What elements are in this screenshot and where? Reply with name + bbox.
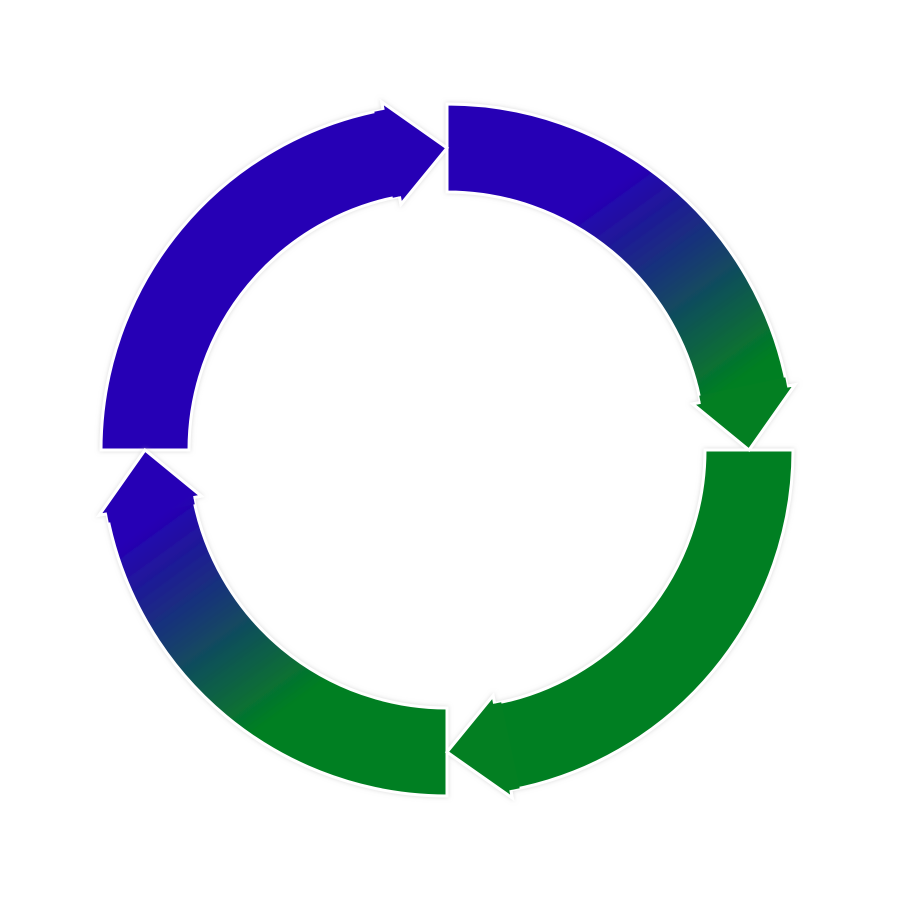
cycle-arrowhead-bottom-right [447,695,520,798]
cycle-arrowhead-outline-bottom-right [444,692,515,802]
cycle-arrowhead-top-left [374,102,447,205]
cycle-arrowhead-outline-top-right [689,382,799,453]
cycle-arrows-group [95,98,799,802]
cycle-arrowhead-bottom-left [99,450,202,523]
cycle-arrowhead-outline-bottom-left [95,447,205,518]
cycle-arrowhead-top-right [692,377,795,450]
cycle-arrowhead-outline-top-left [379,98,450,208]
